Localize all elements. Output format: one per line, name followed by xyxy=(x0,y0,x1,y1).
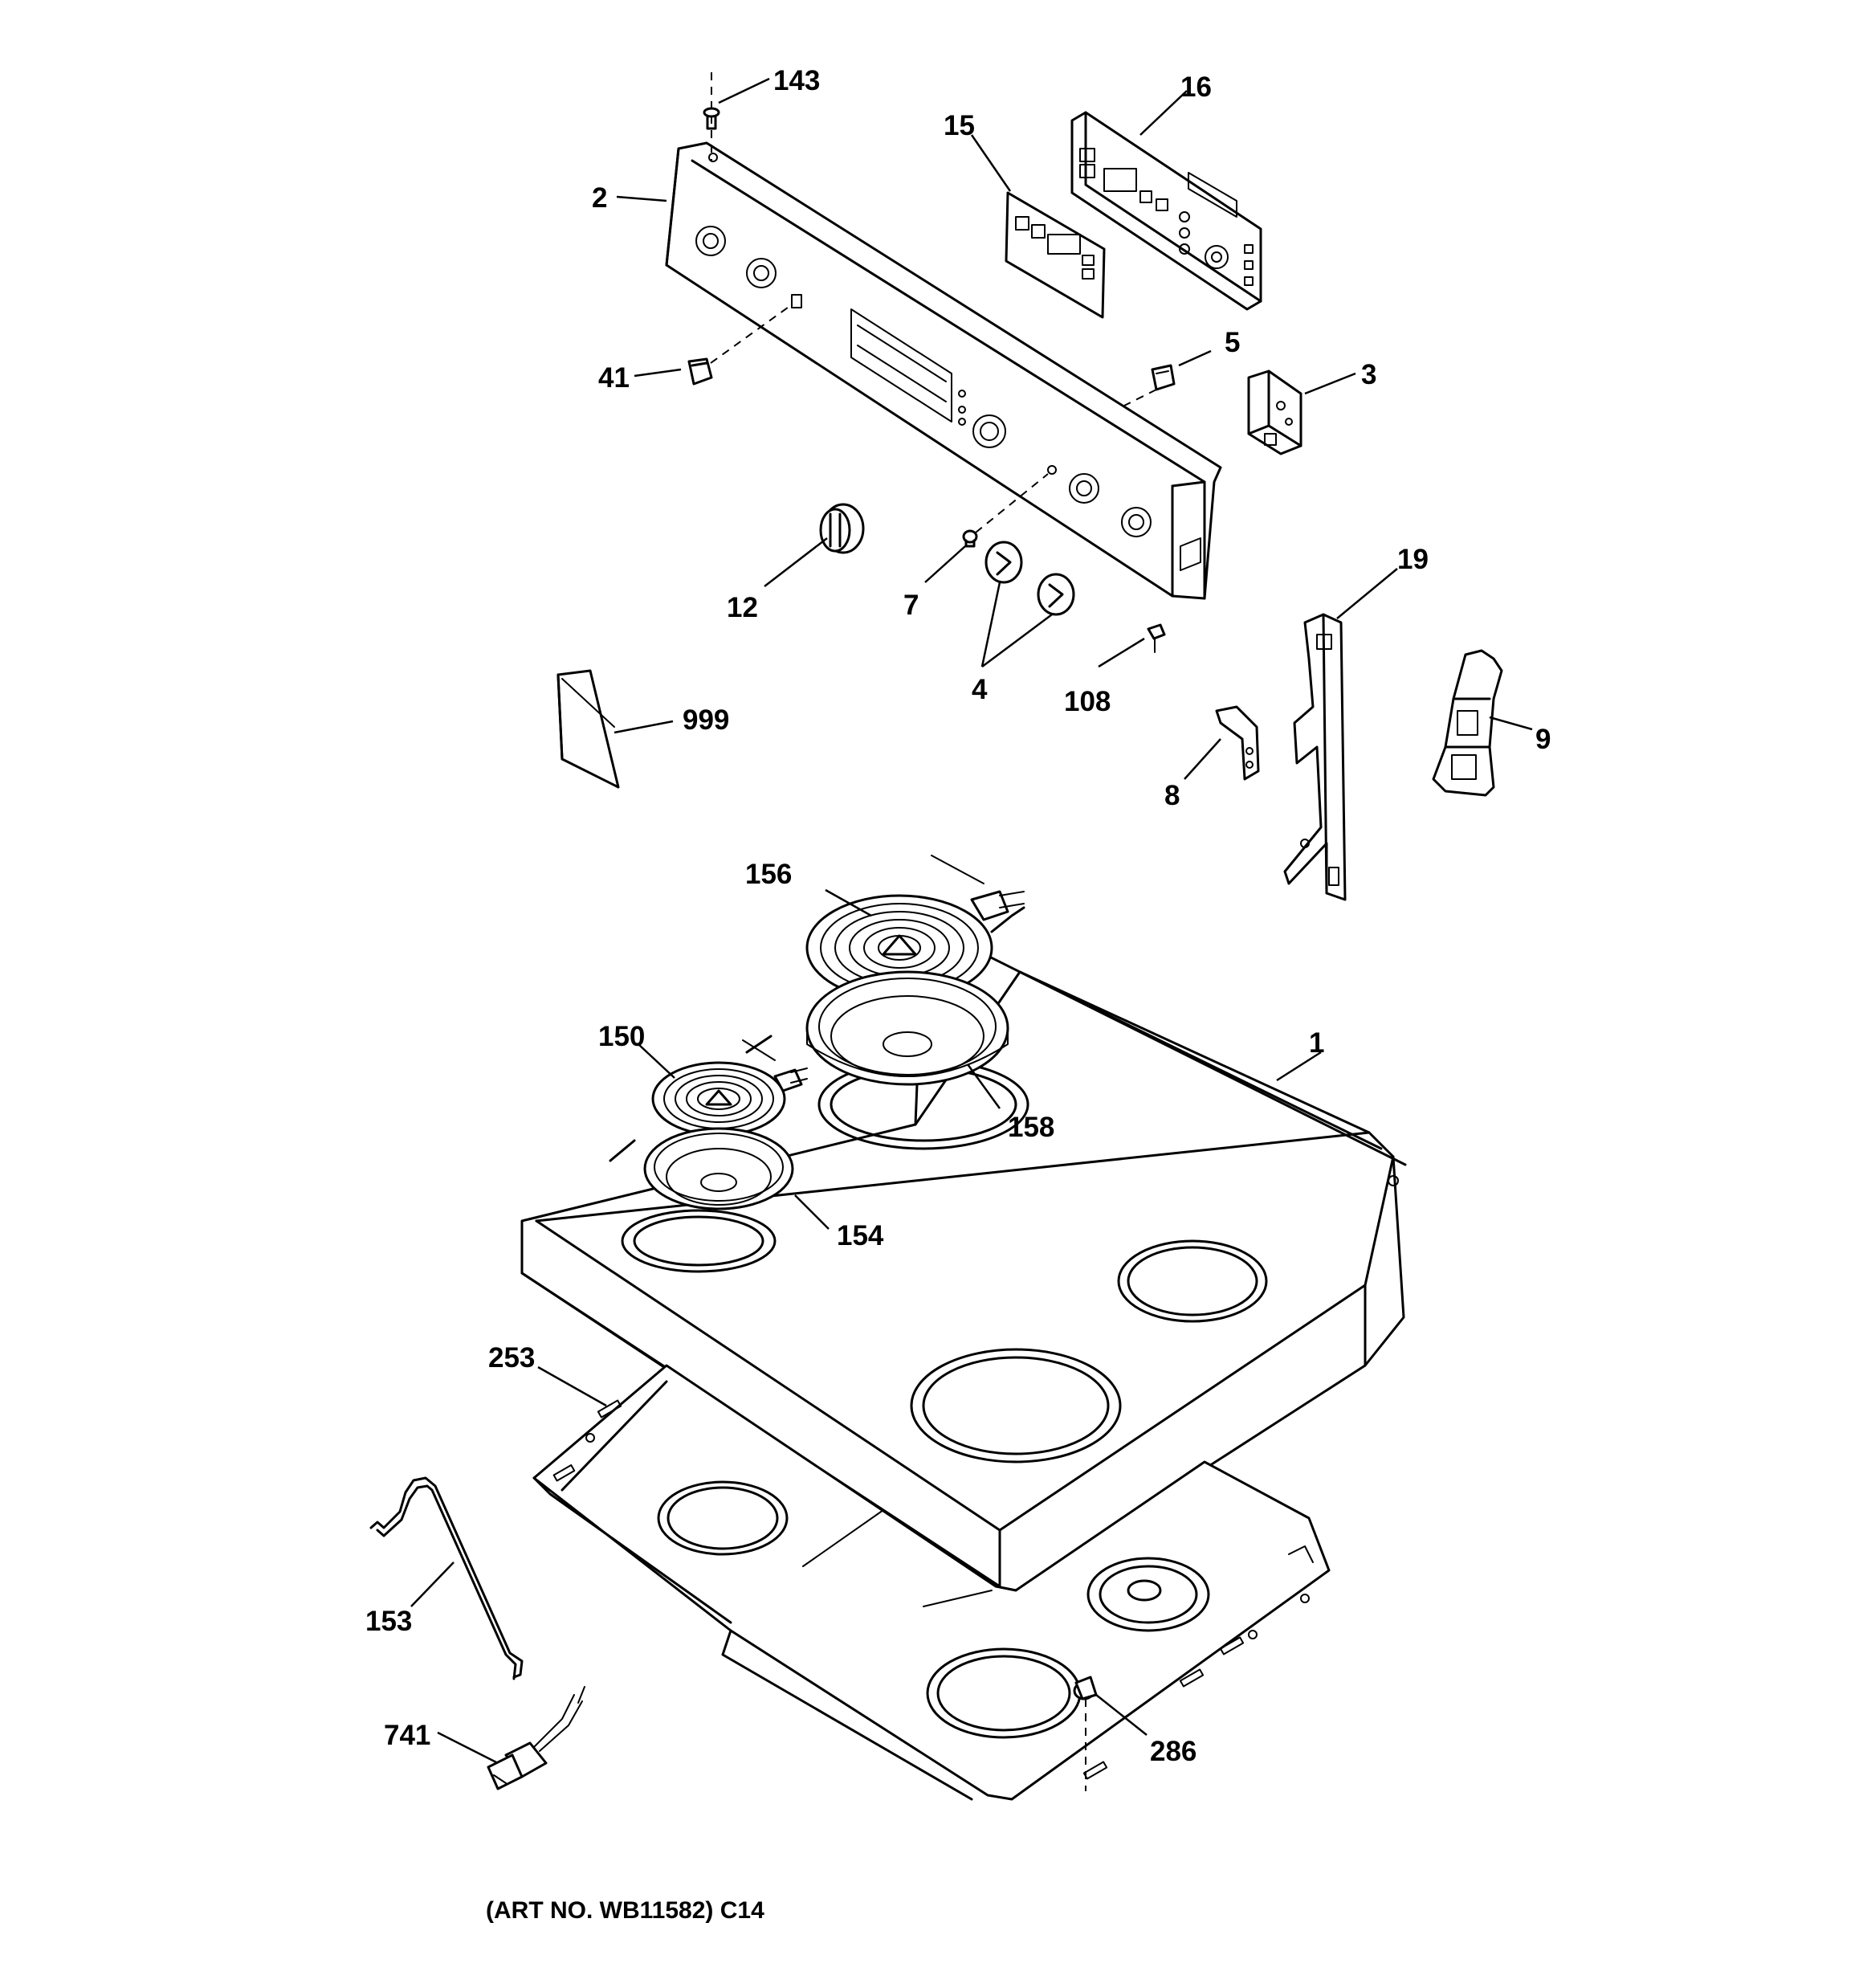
label-156: 156 xyxy=(745,859,792,890)
label-8: 8 xyxy=(1164,780,1180,811)
switch-3 xyxy=(1247,369,1302,455)
push-button-7 xyxy=(962,473,1049,548)
label-15: 15 xyxy=(944,110,975,141)
label-19: 19 xyxy=(1397,544,1429,575)
label-12: 12 xyxy=(727,592,758,623)
label-16: 16 xyxy=(1180,71,1212,103)
label-5: 5 xyxy=(1225,327,1240,358)
literature-packet-999 xyxy=(556,669,620,789)
switch-harness-741 xyxy=(487,1686,585,1790)
label-108: 108 xyxy=(1064,686,1111,717)
label-7: 7 xyxy=(903,590,919,621)
label-143: 143 xyxy=(773,65,820,96)
label-286: 286 xyxy=(1150,1736,1196,1767)
label-741: 741 xyxy=(384,1720,430,1751)
label-253: 253 xyxy=(488,1342,535,1374)
label-2: 2 xyxy=(592,182,607,214)
drip-pan-154 xyxy=(609,1127,794,1210)
control-board-16 xyxy=(1070,111,1262,311)
end-cap-9 xyxy=(1432,649,1503,797)
overlay-15 xyxy=(1005,191,1106,319)
leader-lines xyxy=(410,77,1533,1765)
label-154: 154 xyxy=(837,1220,884,1251)
label-153: 153 xyxy=(365,1606,412,1637)
part-labels: 143 16 15 2 41 5 3 12 7 4 108 19 999 8 9… xyxy=(365,65,1551,1767)
screw-143 xyxy=(703,72,720,161)
burner-150 xyxy=(651,1035,808,1137)
wire-rod-153 xyxy=(369,1476,524,1680)
side-bracket-19 xyxy=(1283,613,1347,901)
knobs-4 xyxy=(984,541,1075,616)
drip-pan-158 xyxy=(805,970,1009,1086)
rocker-switch-41 xyxy=(687,304,792,386)
label-41: 41 xyxy=(598,362,630,394)
bracket-5 xyxy=(1123,364,1176,406)
label-158: 158 xyxy=(1008,1112,1054,1143)
burner-box-253 xyxy=(532,1364,1331,1801)
label-1: 1 xyxy=(1309,1027,1324,1059)
label-9: 9 xyxy=(1535,724,1551,755)
clip-286 xyxy=(1073,1676,1098,1791)
burner-156 xyxy=(805,855,1025,1002)
art-number-caption: (ART NO. WB11582) C14 xyxy=(486,1897,764,1924)
control-panel-backsplash xyxy=(665,141,1222,600)
label-3: 3 xyxy=(1361,359,1376,390)
label-999: 999 xyxy=(683,704,729,736)
clip-8 xyxy=(1215,705,1260,781)
label-150: 150 xyxy=(598,1021,645,1052)
screw-108 xyxy=(1147,623,1166,653)
label-4: 4 xyxy=(972,674,988,705)
knob-12 xyxy=(819,503,865,554)
